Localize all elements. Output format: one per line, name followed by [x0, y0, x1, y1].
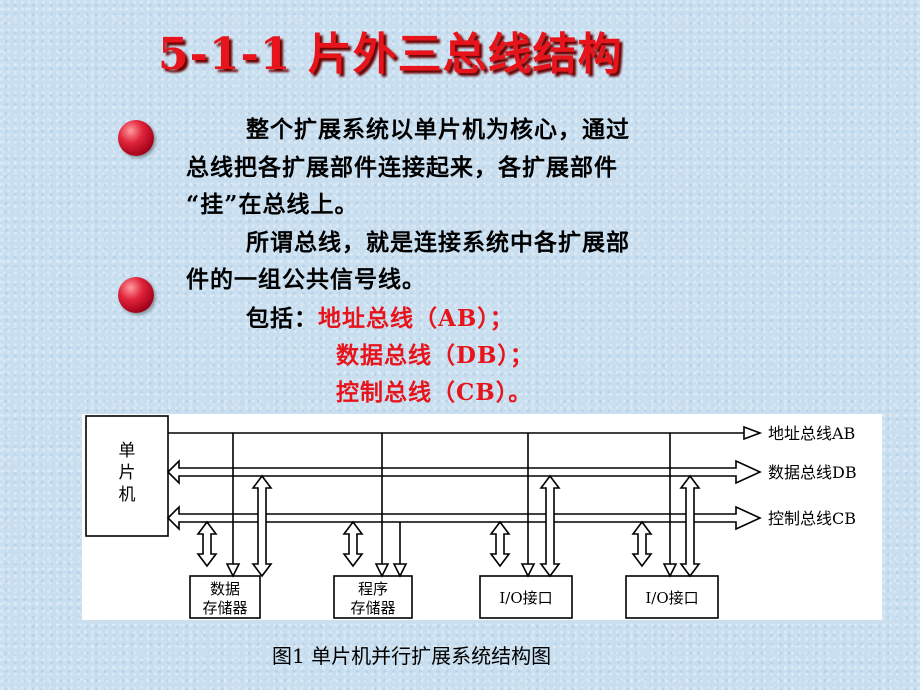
db-link-io-2: [631, 520, 653, 568]
para1-line3: “挂”在总线上。: [186, 191, 359, 218]
para2-line2: 件的一组公共信号线。: [186, 266, 426, 293]
bus-item-db: 数据总线（DB）；: [336, 342, 534, 369]
bus-list-prefix: 包括：地址总线（AB）；: [246, 299, 514, 333]
data-memory-label-1: 数据: [210, 580, 240, 598]
cb-link-data-memory: [251, 474, 273, 578]
data-memory-box: [189, 575, 261, 619]
io-label-2: I/O接口: [645, 589, 698, 607]
label-control-bus: 控制总线CB: [768, 509, 856, 528]
bullet-icon-1: [118, 120, 154, 156]
io-label-1: I/O接口: [499, 589, 552, 607]
program-memory-label-1: 程序: [358, 580, 388, 598]
bullet-icon-2: [118, 277, 154, 313]
io-box-1: [479, 575, 573, 619]
db-link-data-memory: [196, 520, 218, 568]
bus-structure-diagram: 单 片 机 地址总线AB 数据总线DB 控制总线CB 数据 存储器 程序 存储器…: [82, 414, 882, 620]
db-link-program-memory: [342, 520, 364, 568]
figure-caption: 图1 单片机并行扩展系统结构图: [272, 644, 552, 668]
mcu-label-3: 机: [119, 485, 136, 505]
bus-item-cb: 控制总线（CB）。: [336, 379, 533, 406]
cb-link-io-2: [679, 474, 701, 578]
data-memory-label-2: 存储器: [202, 599, 247, 617]
label-address-bus: 地址总线AB: [768, 424, 855, 443]
para1-line2: 总线把各扩展部件连接起来，各扩展部件: [186, 154, 618, 181]
program-memory-box: [333, 575, 413, 619]
slide-title: 5-1-1 片外三总线结构: [158, 29, 623, 80]
mcu-box: [85, 415, 169, 537]
data-bus-line: [166, 459, 762, 485]
io-box-2: [625, 575, 719, 619]
cb-link-io-1: [539, 474, 561, 578]
bus-list-label: 包括：: [246, 305, 318, 332]
para2-line1: 所谓总线，就是连接系统中各扩展部: [246, 229, 630, 256]
mcu-label-2: 片: [119, 463, 136, 483]
para1-line1: 整个扩展系统以单片机为核心，通过: [246, 116, 630, 143]
address-bus-arrow: [743, 425, 763, 441]
mcu-label-1: 单: [119, 441, 136, 461]
program-memory-label-2: 存储器: [350, 599, 395, 617]
bus-item-ab: 地址总线（AB）；: [318, 305, 514, 332]
db-link-io-1: [489, 520, 511, 568]
control-bus-line: [166, 505, 762, 531]
label-data-bus: 数据总线DB: [768, 463, 857, 482]
